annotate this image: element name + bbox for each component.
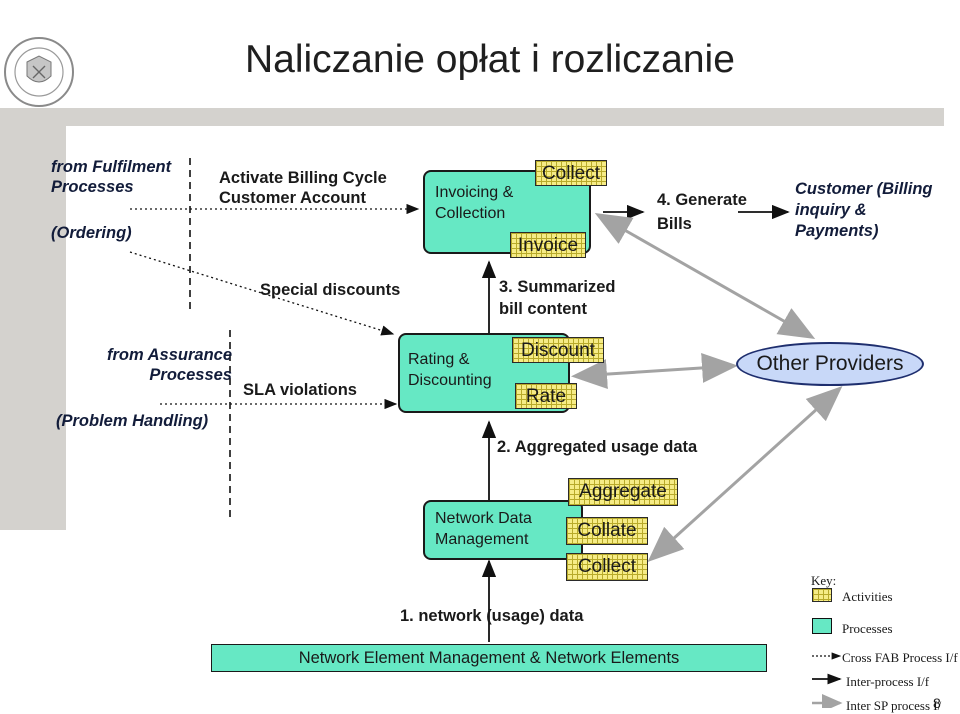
aggregate-activity: Aggregate (568, 478, 678, 506)
generate-bills-label: 4. Generate Bills (657, 191, 747, 233)
page-number: 8 (933, 695, 941, 711)
invoicing-collection-label: Invoicing & Collection (435, 184, 514, 222)
key-inter-sp-label: Inter SP process I/ (846, 698, 942, 713)
activate-billing-label: Activate Billing Cycle Customer Account (219, 169, 387, 207)
problem-handling-label: (Problem Handling) (56, 412, 209, 430)
collect-activity-top: Collect (535, 160, 607, 186)
from-assurance-label: from Assurance Processes (106, 346, 232, 384)
invoice-activity: Invoice (510, 232, 586, 258)
ordering-label: (Ordering) (51, 224, 132, 242)
key-arrow-samples (812, 652, 843, 708)
key-inter-process-label: Inter-process I/f (846, 674, 930, 689)
key-cross-fab-label: Cross FAB Process I/f (842, 650, 958, 665)
page-title: Naliczanie opłat i rozliczanie (245, 38, 735, 81)
collect-activity-bottom: Collect (566, 553, 648, 581)
key-processes-label: Processes (842, 621, 893, 636)
customer-label: Customer (Billing inquiry & Payments) (795, 180, 933, 240)
left-decor-bar (0, 108, 66, 530)
university-seal-icon (4, 37, 74, 107)
network-element-management-process: Network Element Management & Network Ele… (211, 644, 767, 672)
network-usage-label: 1. network (usage) data (400, 607, 584, 625)
rate-activity: Rate (515, 383, 577, 409)
other-providers-process: Other Providers (736, 342, 924, 386)
summarized-bill-label: 3. Summarized bill content (499, 278, 616, 318)
special-discounts-label: Special discounts (260, 281, 401, 299)
collate-activity: Collate (566, 517, 648, 545)
top-decor-bar (66, 108, 944, 126)
key-activity-swatch (812, 588, 832, 602)
network-data-management-process: Network Data Management (423, 500, 583, 560)
key-process-swatch (812, 618, 832, 634)
from-fulfilment-label: from Fulfilment Processes (51, 158, 172, 196)
network-data-management-label: Network Data Management (435, 510, 532, 548)
discount-activity: Discount (512, 337, 604, 363)
key-activities-label: Activities (842, 589, 893, 604)
key-title: Key: (811, 573, 837, 588)
aggregated-usage-label: 2. Aggregated usage data (497, 438, 698, 456)
sla-violations-label: SLA violations (243, 381, 357, 399)
rating-discounting-label: Rating & Discounting (408, 351, 492, 389)
